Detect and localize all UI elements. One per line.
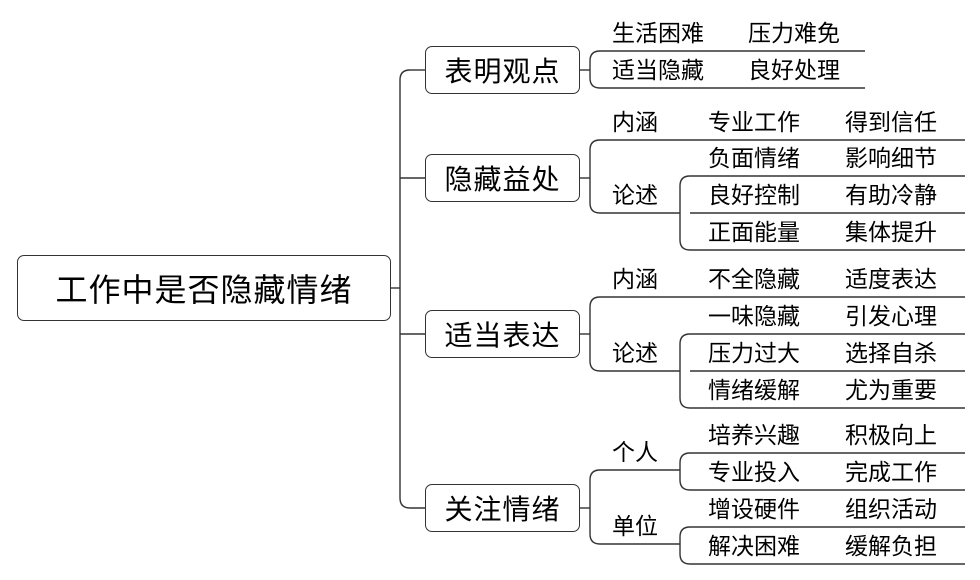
sub-topic-danwei[interactable]: 单位 [612,514,658,540]
leaf-topic[interactable]: 解决困难 [708,534,800,560]
leaf-topic[interactable]: 引发心理 [845,304,937,330]
sub-topic-lunshu[interactable]: 论述 [612,341,658,367]
leaf-topic[interactable]: 情绪缓解 [708,378,800,404]
branch-guanzhu-qingxu[interactable]: 关注情绪 [425,484,580,532]
leaf-topic[interactable]: 不全隐藏 [708,267,800,293]
leaf-topic[interactable]: 适当隐藏 [612,58,704,84]
leaf-topic[interactable]: 积极向上 [845,423,937,449]
leaf-topic[interactable]: 得到信任 [845,110,937,136]
sub-topic-lunshu[interactable]: 论述 [612,183,658,209]
leaf-topic[interactable]: 有助冷静 [845,183,937,209]
leaf-topic[interactable]: 压力难免 [748,21,840,47]
leaf-topic[interactable]: 负面情绪 [708,146,800,172]
leaf-topic[interactable]: 生活困难 [612,21,704,47]
leaf-topic[interactable]: 选择自杀 [845,341,937,367]
leaf-topic[interactable]: 专业投入 [708,460,800,486]
branch-shidang-biaoda[interactable]: 适当表达 [425,310,580,358]
root-topic[interactable]: 工作中是否隐藏情绪 [17,255,391,321]
leaf-topic[interactable]: 组织活动 [845,497,937,523]
leaf-topic[interactable]: 缓解负担 [845,534,937,560]
leaf-topic[interactable]: 一味隐藏 [708,304,800,330]
leaf-topic[interactable]: 良好处理 [748,58,840,84]
sub-topic-neihan[interactable]: 内涵 [612,267,658,293]
leaf-topic[interactable]: 培养兴趣 [708,423,800,449]
leaf-topic[interactable]: 增设硬件 [708,497,800,523]
leaf-topic[interactable]: 良好控制 [708,183,800,209]
leaf-topic[interactable]: 正面能量 [708,220,800,246]
branch-biaoming-guandian[interactable]: 表明观点 [425,46,580,94]
leaf-topic[interactable]: 完成工作 [845,460,937,486]
sub-topic-geren[interactable]: 个人 [612,440,658,466]
leaf-topic[interactable]: 压力过大 [708,341,800,367]
leaf-topic[interactable]: 集体提升 [845,220,937,246]
leaf-topic[interactable]: 专业工作 [708,110,800,136]
leaf-topic[interactable]: 尤为重要 [845,378,937,404]
leaf-topic[interactable]: 适度表达 [845,267,937,293]
sub-topic-neihan[interactable]: 内涵 [612,110,658,136]
branch-yincang-yichu[interactable]: 隐藏益处 [425,154,580,202]
leaf-topic[interactable]: 影响细节 [845,146,937,172]
